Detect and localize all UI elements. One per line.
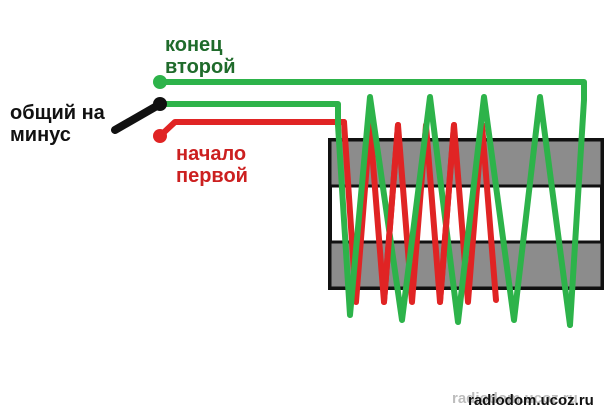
green-coil: [335, 94, 573, 328]
label-common-minus: общий на минус: [10, 102, 105, 146]
watermark-shadow: radiodom.ucoz.ru: [452, 390, 578, 407]
red-winding-front: [381, 122, 457, 305]
label-end-second-line1: конец: [165, 34, 223, 56]
label-start-first-line1: начало: [176, 143, 247, 165]
terminal-end-second: [153, 75, 167, 89]
label-common-line1: общий на: [10, 102, 105, 124]
green-winding: [157, 79, 587, 328]
label-common-line2: минус: [10, 124, 71, 146]
red-front-strand: [437, 122, 457, 305]
green-end-wire: [157, 79, 587, 328]
watermark-text: radiodom.ucoz.ru: [468, 392, 594, 409]
label-end-second: конец вторoй: [165, 34, 236, 78]
label-end-second-line2: вторoй: [165, 56, 236, 78]
label-start-first-line2: первой: [176, 165, 248, 187]
red-lead-wire: [157, 119, 347, 139]
terminal-start-first: [153, 129, 167, 143]
red-front-strand: [381, 122, 401, 305]
label-start-first: начало первой: [176, 143, 248, 187]
common-minus-lead: [111, 99, 166, 134]
green-common-wire: [157, 101, 341, 128]
